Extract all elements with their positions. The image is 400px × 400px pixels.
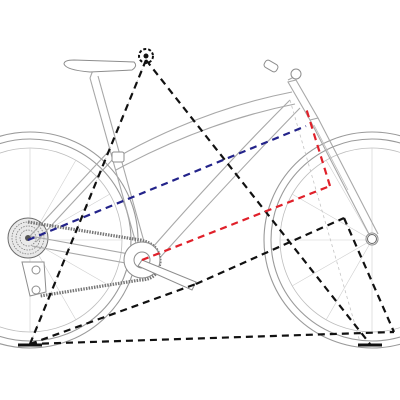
black-line-fork-to-front: [342, 217, 396, 333]
seat-stay: [29, 151, 109, 237]
saddle-point-dot: [143, 53, 149, 59]
front-spokes: [280, 148, 373, 332]
front-wheel: [263, 131, 400, 349]
black-line-rear-contact-to-saddle: [28, 59, 148, 345]
frame: [29, 59, 379, 267]
blue-line-axle-to-headtube: [27, 124, 307, 242]
head-tube: [287, 79, 319, 121]
stem-clamp: [290, 68, 302, 80]
front-tire-outer: [263, 131, 400, 349]
reference-lines: [29, 59, 361, 345]
black-line-rear-contact-to-pedal: [29, 282, 197, 346]
front-axle-marker: [367, 234, 377, 244]
saddle-point-marker: [138, 48, 154, 64]
rear-derailleur: [21, 261, 47, 297]
red-line-bb-to-corner: [141, 184, 331, 262]
fork-leg: [309, 119, 371, 237]
chain-stay: [29, 235, 141, 257]
saddle: [63, 59, 137, 73]
rear-wheel: [0, 131, 139, 349]
front-tire-inner: [270, 138, 400, 342]
black-line-saddle-to-front-contact: [145, 59, 371, 345]
top-tube: [111, 91, 293, 161]
crank-arm: [137, 259, 197, 291]
down-tube: [145, 99, 291, 256]
seat-clamp: [111, 151, 125, 163]
rear-tire-inner: [0, 138, 132, 342]
black-line-pedal-to-fork: [195, 216, 345, 286]
handlebar-grip: [263, 59, 279, 73]
geometry-overlay: [18, 48, 396, 347]
red-line-vertical: [304, 107, 332, 187]
seat-tube: [89, 77, 141, 259]
black-line-ground: [29, 330, 395, 346]
